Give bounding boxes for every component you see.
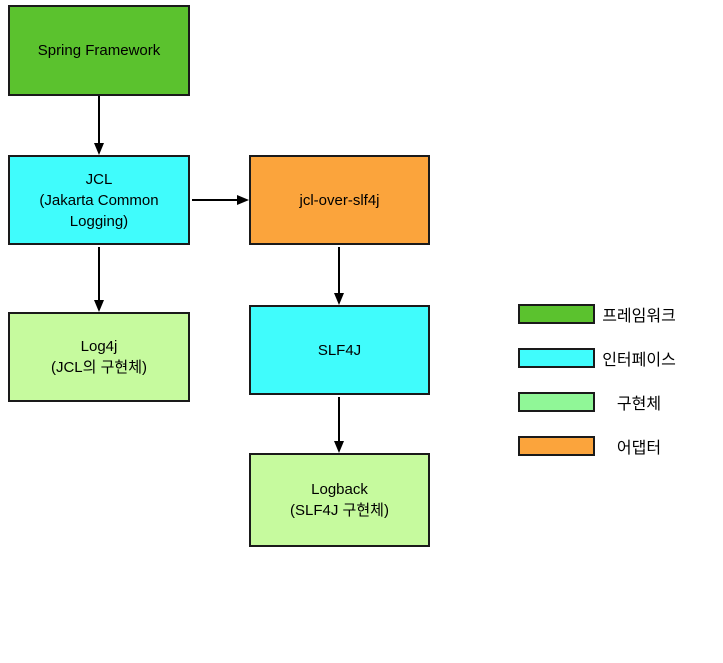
node-slf4j: SLF4J: [249, 305, 430, 395]
node-jcl-label-line3: Logging): [69, 212, 129, 230]
arrow-line: [98, 247, 100, 301]
node-jcl-over-slf4j: jcl-over-slf4j: [249, 155, 430, 245]
legend-swatch-framework: [518, 304, 595, 324]
arrowhead-down-icon: [334, 441, 344, 453]
legend-swatch-adapter: [518, 436, 595, 456]
arrow-line: [192, 199, 238, 201]
arrow-line: [338, 397, 340, 442]
legend-label-framework: 프레임워크: [602, 308, 676, 325]
node-jcl-label-line1: JCL: [85, 170, 113, 188]
arrowhead-down-icon: [94, 143, 104, 155]
node-logback: Logback (SLF4J 구현체): [249, 453, 430, 547]
node-log4j-label-line1: Log4j: [80, 338, 118, 355]
legend-swatch-implementation: [518, 392, 595, 412]
legend-label-interface: 인터페이스: [602, 352, 676, 369]
node-spring-framework-label: Spring Framework: [37, 42, 161, 59]
arrowhead-right-icon: [237, 195, 249, 205]
node-jcl-label-line2: (Jakarta Common: [39, 191, 159, 209]
legend-label-adapter: 어댑터: [616, 440, 662, 457]
node-logback-label-line2: (SLF4J 구현체): [290, 502, 389, 519]
node-jcl-over-slf4j-label: jcl-over-slf4j: [299, 191, 380, 209]
arrowhead-down-icon: [94, 300, 104, 312]
node-logback-label-line1: Logback: [311, 481, 368, 498]
legend-label-implementation: 구현체: [616, 396, 662, 413]
node-log4j-label-line2: (JCL의 구현체): [50, 359, 148, 376]
arrow-line: [98, 96, 100, 144]
legend-swatch-interface: [518, 348, 595, 368]
node-slf4j-label: SLF4J: [317, 341, 362, 359]
node-log4j: Log4j (JCL의 구현체): [8, 312, 190, 402]
node-spring-framework: Spring Framework: [8, 5, 190, 96]
arrow-line: [338, 247, 340, 294]
arrowhead-down-icon: [334, 293, 344, 305]
node-jcl: JCL (Jakarta Common Logging): [8, 155, 190, 245]
